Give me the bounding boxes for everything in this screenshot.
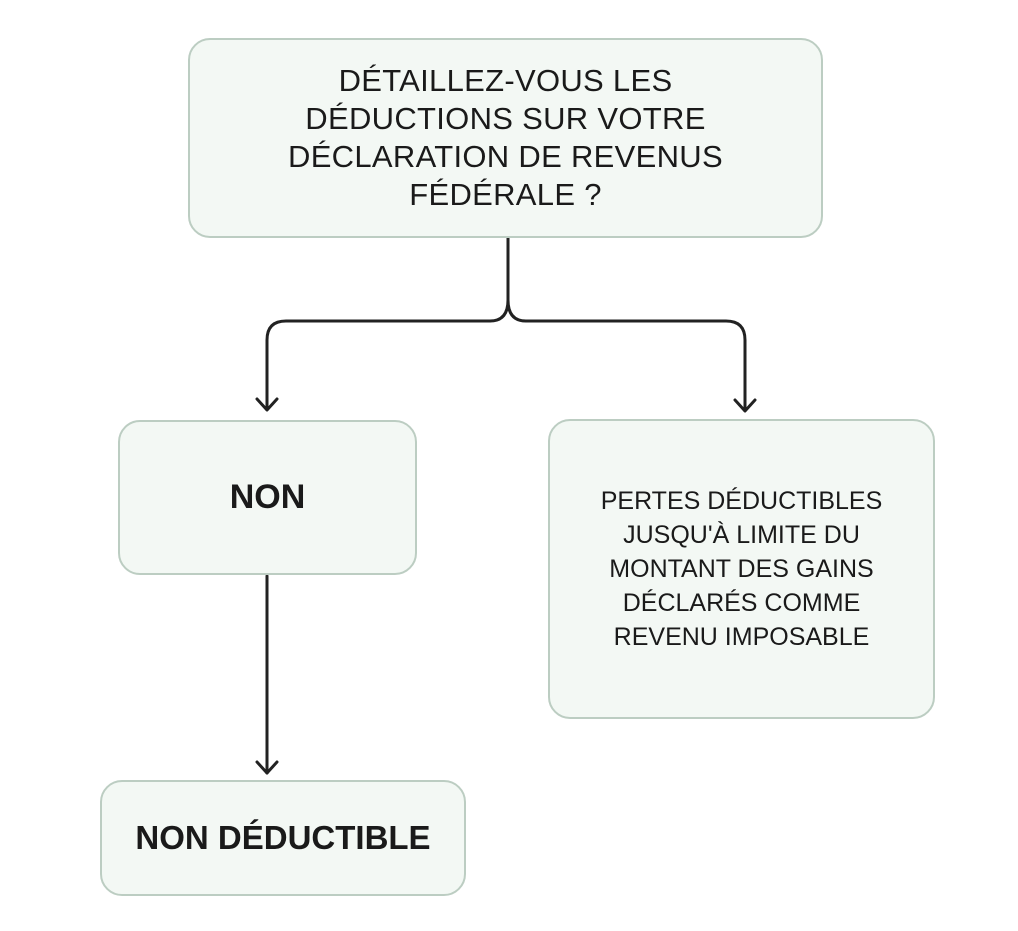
- question-box: DÉTAILLEZ-VOUS LES DÉDUCTIONS SUR VOTRE …: [188, 38, 823, 238]
- question-text: DÉTAILLEZ-VOUS LES DÉDUCTIONS SUR VOTRE …: [288, 63, 723, 212]
- no-answer-box: NON: [118, 420, 417, 575]
- deductible-losses-text: PERTES DÉDUCTIBLES JUSQU'À LIMITE DU MON…: [600, 487, 883, 651]
- connector-branch-left: [265, 319, 492, 411]
- arrowhead-left: [255, 397, 279, 412]
- connector-branch-right: [524, 319, 747, 412]
- no-answer-label: NON: [229, 478, 306, 516]
- arrowhead-right: [733, 398, 757, 413]
- deductible-losses-box: PERTES DÉDUCTIBLES JUSQU'À LIMITE DU MON…: [548, 419, 935, 719]
- arrowhead-bottom: [255, 760, 279, 775]
- not-deductible-label: NON DÉDUCTIBLE: [135, 819, 431, 856]
- not-deductible-box: NON DÉDUCTIBLE: [100, 780, 466, 896]
- connector-trunk: [488, 236, 510, 323]
